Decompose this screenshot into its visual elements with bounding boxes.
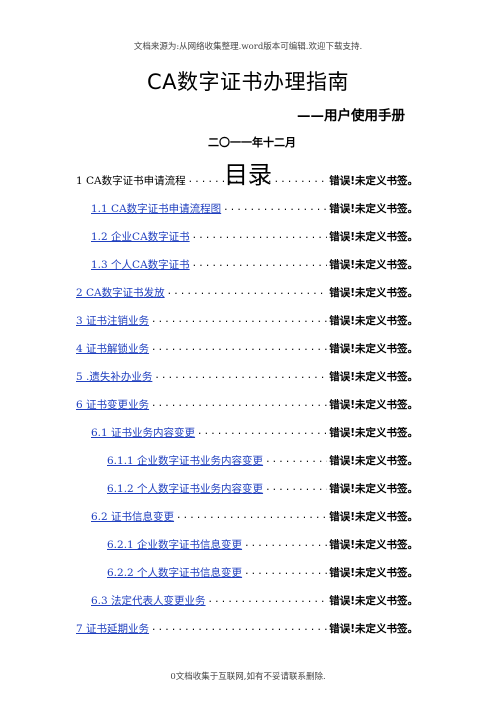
toc-entry-link[interactable]: 1.1 CA数字证书申请流程图 [91, 202, 222, 215]
toc-page-ref: 错误!未定义书签。 [329, 174, 418, 187]
toc-entry-6-1[interactable]: 6.1 证书业务内容变更 错误!未定义书签。 [91, 424, 418, 440]
toc-page-ref: 错误!未定义书签。 [329, 370, 418, 383]
toc-page-ref: 错误!未定义书签。 [329, 230, 418, 243]
toc-entry-link[interactable]: 1.2 企业CA数字证书 [91, 230, 190, 243]
toc-leader-dots [223, 203, 327, 213]
toc-entry-1[interactable]: 1 CA数字证书申请流程 错误!未定义书签。 [76, 172, 418, 188]
toc-page-ref: 错误!未定义书签。 [329, 538, 418, 551]
toc-leader-dots [197, 427, 327, 437]
toc-entry-1-1[interactable]: 1.1 CA数字证书申请流程图 错误!未定义书签。 [91, 200, 418, 216]
header-note: 文档来源为:从网络收集整理.word版本可编辑.欢迎下载支持. [133, 42, 363, 52]
toc-entry-6-2-1[interactable]: 6.2.1 企业数字证书信息变更 错误!未定义书签。 [107, 536, 418, 552]
footer-note: 0文档收集于互联网,如有不妥请联系删除. [170, 672, 326, 682]
toc-entry-link[interactable]: 6.1.2 个人数字证书业务内容变更 [107, 482, 264, 495]
toc-leader-dots [192, 259, 328, 269]
toc-leader-dots [244, 539, 327, 549]
toc-leader-dots [208, 595, 328, 605]
toc-page-ref: 错误!未定义书签。 [329, 566, 418, 579]
toc-page-ref: 错误!未定义书签。 [329, 314, 418, 327]
toc-page-ref: 错误!未定义书签。 [329, 622, 418, 635]
toc-entry-link[interactable]: 5 .遗失补办业务 [76, 370, 153, 383]
toc-leader-dots [265, 455, 327, 465]
toc-entry-2[interactable]: 2 CA数字证书发放 错误!未定义书签。 [76, 284, 418, 300]
toc-page-ref: 错误!未定义书签。 [329, 510, 418, 523]
toc-entry-6[interactable]: 6 证书变更业务 错误!未定义书签。 [76, 396, 418, 412]
toc-entry-link[interactable]: 6.1.1 企业数字证书业务内容变更 [107, 454, 264, 467]
toc-page-ref: 错误!未定义书签。 [329, 258, 418, 271]
toc-entry-link[interactable]: 6.3 法定代表人变更业务 [91, 594, 206, 607]
toc-entry-link[interactable]: 7 证书延期业务 [76, 622, 150, 635]
toc-entry-link[interactable]: 6.2.2 个人数字证书信息变更 [107, 566, 243, 579]
toc-entry-6-3[interactable]: 6.3 法定代表人变更业务 错误!未定义书签。 [91, 592, 418, 608]
toc-leader-dots [151, 399, 327, 409]
toc-entry-link[interactable]: 2 CA数字证书发放 [76, 286, 165, 299]
toc-entry-1-3[interactable]: 1.3 个人CA数字证书 错误!未定义书签。 [91, 256, 418, 272]
toc-entry-7[interactable]: 7 证书延期业务 错误!未定义书签。 [76, 620, 418, 636]
toc-page-ref: 错误!未定义书签。 [329, 202, 418, 215]
toc-leader-dots [188, 175, 328, 185]
toc-leader-dots [244, 567, 327, 577]
toc-entry-label: 1 CA数字证书申请流程 [76, 174, 186, 187]
document-date: 二〇一一年十二月 [208, 136, 296, 149]
toc-page-ref: 错误!未定义书签。 [329, 594, 418, 607]
toc-entry-link[interactable]: 4 证书解锁业务 [76, 342, 150, 355]
toc-leader-dots [151, 623, 327, 633]
toc-entry-5[interactable]: 5 .遗失补办业务 错误!未定义书签。 [76, 368, 418, 384]
toc-leader-dots [151, 343, 327, 353]
toc-entry-link[interactable]: 6.2.1 企业数字证书信息变更 [107, 538, 243, 551]
toc-leader-dots [151, 315, 327, 325]
toc-entry-6-1-2[interactable]: 6.1.2 个人数字证书业务内容变更 错误!未定义书签。 [107, 480, 418, 496]
toc-entry-1-2[interactable]: 1.2 企业CA数字证书 错误!未定义书签。 [91, 228, 418, 244]
toc-entry-6-1-1[interactable]: 6.1.1 企业数字证书业务内容变更 错误!未定义书签。 [107, 452, 418, 468]
toc-page-ref: 错误!未定义书签。 [329, 454, 418, 467]
toc-entry-link[interactable]: 3 证书注销业务 [76, 314, 150, 327]
toc-entry-link[interactable]: 6 证书变更业务 [76, 398, 150, 411]
toc-entry-6-2[interactable]: 6.2 证书信息变更 错误!未定义书签。 [91, 508, 418, 524]
toc-entry-link[interactable]: 6.2 证书信息变更 [91, 510, 175, 523]
toc-entry-6-2-2[interactable]: 6.2.2 个人数字证书信息变更 错误!未定义书签。 [107, 564, 418, 580]
toc-leader-dots [192, 231, 328, 241]
toc-leader-dots [265, 483, 327, 493]
toc-entry-4[interactable]: 4 证书解锁业务 错误!未定义书签。 [76, 340, 418, 356]
document-title: CA数字证书办理指南 [146, 70, 350, 94]
document-subtitle: ——用户使用手册 [297, 108, 405, 124]
toc-page-ref: 错误!未定义书签。 [329, 482, 418, 495]
toc-leader-dots [154, 371, 327, 381]
toc-entry-link[interactable]: 1.3 个人CA数字证书 [91, 258, 190, 271]
toc-entry-3[interactable]: 3 证书注销业务 错误!未定义书签。 [76, 312, 418, 328]
toc-page-ref: 错误!未定义书签。 [329, 426, 418, 439]
toc-page-ref: 错误!未定义书签。 [329, 286, 418, 299]
table-of-contents: 1 CA数字证书申请流程 错误!未定义书签。 1.1 CA数字证书申请流程图 错… [0, 170, 496, 650]
toc-entry-link[interactable]: 6.1 证书业务内容变更 [91, 426, 196, 439]
toc-leader-dots [167, 287, 328, 297]
toc-leader-dots [176, 511, 327, 521]
toc-page-ref: 错误!未定义书签。 [329, 342, 418, 355]
toc-page-ref: 错误!未定义书签。 [329, 398, 418, 411]
